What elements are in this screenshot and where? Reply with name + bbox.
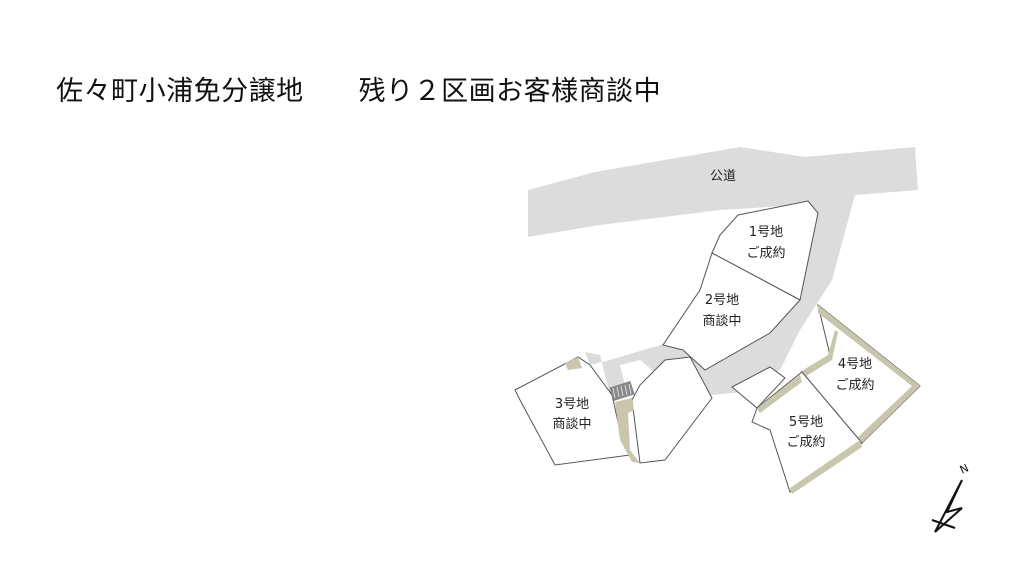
lot-2-status: 商談中 [702, 313, 741, 329]
lot-2[interactable]: 2号地 商談中 [662, 252, 801, 371]
page-title: 佐々町小浦免分譲地 残り２区画お客様商談中 [38, 38, 661, 108]
lot-3[interactable]: 3号地 商談中 [514, 356, 631, 466]
driveway-plot [731, 366, 786, 409]
lot-5-number: 5号地 [789, 415, 823, 430]
lot-1-status: ご成約 [746, 245, 785, 261]
lot-4-number: 4号地 [838, 357, 872, 372]
stairs [609, 380, 635, 402]
lot-2-number: 2号地 [705, 293, 739, 308]
lot-1-number: 1号地 [749, 225, 783, 240]
lot-4-status: ご成約 [835, 377, 874, 393]
lot-3-number: 3号地 [555, 397, 589, 412]
title-status: 残り２区画お客様商談中 [358, 76, 662, 107]
lot-3-status: 商談中 [552, 416, 591, 432]
north-arrow-icon: N [931, 461, 971, 533]
lot-5[interactable]: 5号地 ご成約 [751, 371, 863, 494]
lot-5-status: ご成約 [786, 434, 825, 450]
compass-label: N [958, 461, 971, 476]
adjacent-plot [615, 356, 713, 464]
title-prefix: 佐々町小浦免分譲地 [56, 76, 304, 107]
public-road [528, 147, 918, 395]
road-label: 公道 [710, 169, 736, 184]
lot-4[interactable]: 4号地 ご成約 [800, 303, 921, 444]
